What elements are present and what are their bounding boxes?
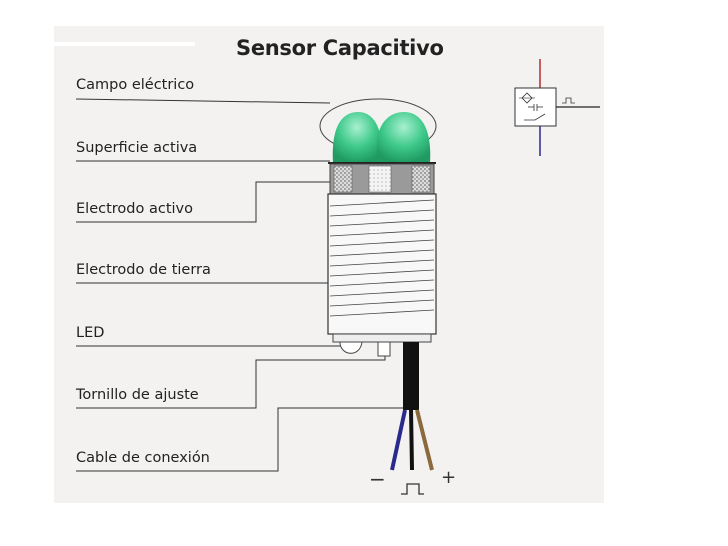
terminal-minus: − — [369, 467, 386, 491]
label-tornillo-ajuste: Tornillo de ajuste — [76, 387, 199, 403]
terminal-plus: + — [441, 467, 456, 488]
sensor-base — [332, 333, 432, 343]
electrode-hatch-left — [333, 165, 353, 193]
leader-tornillo — [76, 352, 386, 409]
electric-field-lobe-right — [377, 112, 431, 163]
label-cable-conexion: Cable de conexión — [76, 450, 210, 466]
cable-jacket — [403, 342, 419, 410]
label-superficie-activa: Superficie activa — [76, 140, 198, 156]
diagram-title: Sensor Capacitivo — [236, 36, 444, 60]
leader-cable — [76, 407, 405, 472]
wire-blue — [390, 409, 407, 471]
leader-lines — [75, 98, 405, 472]
wire-brown — [415, 409, 434, 471]
terminal-output-pulse-icon — [401, 483, 424, 495]
thread-lines — [329, 199, 435, 317]
wire-black — [409, 409, 414, 471]
label-campo-electrico: Campo eléctrico — [76, 77, 195, 93]
electrode-active-center — [368, 165, 392, 193]
pulse-output-icon — [562, 97, 575, 104]
electric-field-lobe-left — [332, 112, 381, 163]
schematic-symbol — [514, 59, 600, 156]
label-electrodo-tierra: Electrodo de tierra — [76, 262, 211, 278]
electrode-hatch-right — [411, 165, 431, 193]
label-led: LED — [76, 325, 105, 341]
led-bulb — [339, 341, 363, 354]
adjust-screw — [377, 341, 391, 357]
label-electrodo-activo: Electrodo activo — [76, 201, 193, 217]
leader-campo — [75, 98, 331, 104]
